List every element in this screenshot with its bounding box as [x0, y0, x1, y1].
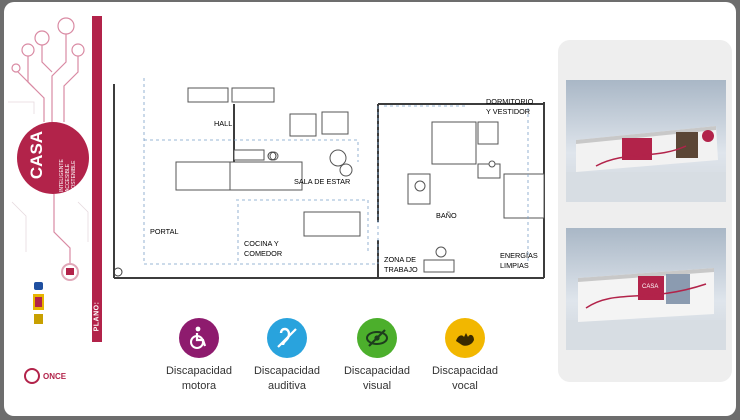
brand-subtitle: INTELIGENTE ACCESIBLE SOSTENIBLE [59, 159, 77, 192]
casa-logo-circle: CASA INTELIGENTE ACCESIBLE SOSTENIBLE [17, 122, 89, 194]
room-dormitorio-line2: Y VESTIDOR [486, 107, 530, 116]
disability-vocal-line2: vocal [452, 380, 478, 392]
disability-visual: Discapacidad visual [332, 318, 422, 394]
disability-motora-line2: motora [181, 380, 217, 392]
room-energias-line2: LIMPIAS [500, 261, 529, 270]
room-zona-line2: TRABAJO [384, 265, 418, 274]
once-circle-icon [24, 368, 40, 384]
brand-title: CASA [27, 130, 46, 180]
disability-vocal: Discapacidad vocal [420, 318, 510, 394]
disability-auditiva-line2: auditiva [268, 380, 306, 392]
eye-slash-icon [357, 318, 397, 358]
brand-panel: CASA INTELIGENTE ACCESIBLE SOSTENIBLE PL… [4, 2, 109, 416]
sign-language-icon [445, 318, 485, 358]
partner-logos [33, 282, 44, 324]
disability-motora: Discapacidad motora [154, 318, 244, 394]
disability-auditiva-line1: Discapacidad [253, 365, 321, 377]
disability-icons-row: Discapacidad motora Discapacidad auditiv… [154, 318, 524, 408]
photo-sign: CASA [642, 284, 658, 290]
plan-label-strip: PLANO: [92, 290, 102, 342]
circuit-decoration [8, 17, 89, 281]
disability-visual-line2: visual [362, 380, 392, 392]
accent-bar [92, 16, 102, 342]
room-bano: BAÑO [436, 211, 457, 220]
room-zona-line1: ZONA DE [384, 255, 416, 264]
room-sala: SALA DE ESTAR [294, 177, 350, 186]
room-cocina-line2: COMEDOR [244, 249, 282, 258]
ear-icon [267, 318, 307, 358]
photo-panel: CASA [558, 40, 732, 382]
room-energias-line1: ENERGÍAS [500, 251, 538, 260]
plan-label: PLANO: [93, 301, 101, 331]
wheelchair-icon [179, 318, 219, 358]
slide: CASA INTELIGENTE ACCESIBLE SOSTENIBLE PL… [4, 2, 736, 416]
disability-motora-line1: Discapacidad [165, 365, 233, 377]
disability-auditiva: Discapacidad auditiva [242, 318, 332, 394]
house-photo-bottom: CASA [566, 228, 726, 350]
once-logo: ONCE [24, 368, 72, 386]
room-dormitorio-line1: DORMITORIO [486, 97, 534, 106]
room-hall: HALL [214, 119, 232, 128]
floor-plan: HALL SALA DE ESTAR PORTAL COCINA Y COMED… [113, 78, 545, 279]
disability-visual-line1: Discapacidad [343, 365, 411, 377]
room-portal: PORTAL [150, 227, 179, 236]
disability-vocal-line1: Discapacidad [431, 365, 499, 377]
room-cocina-line1: COCINA Y [244, 239, 279, 248]
once-logo-text: ONCE [43, 372, 67, 381]
house-photo-top [566, 80, 726, 202]
